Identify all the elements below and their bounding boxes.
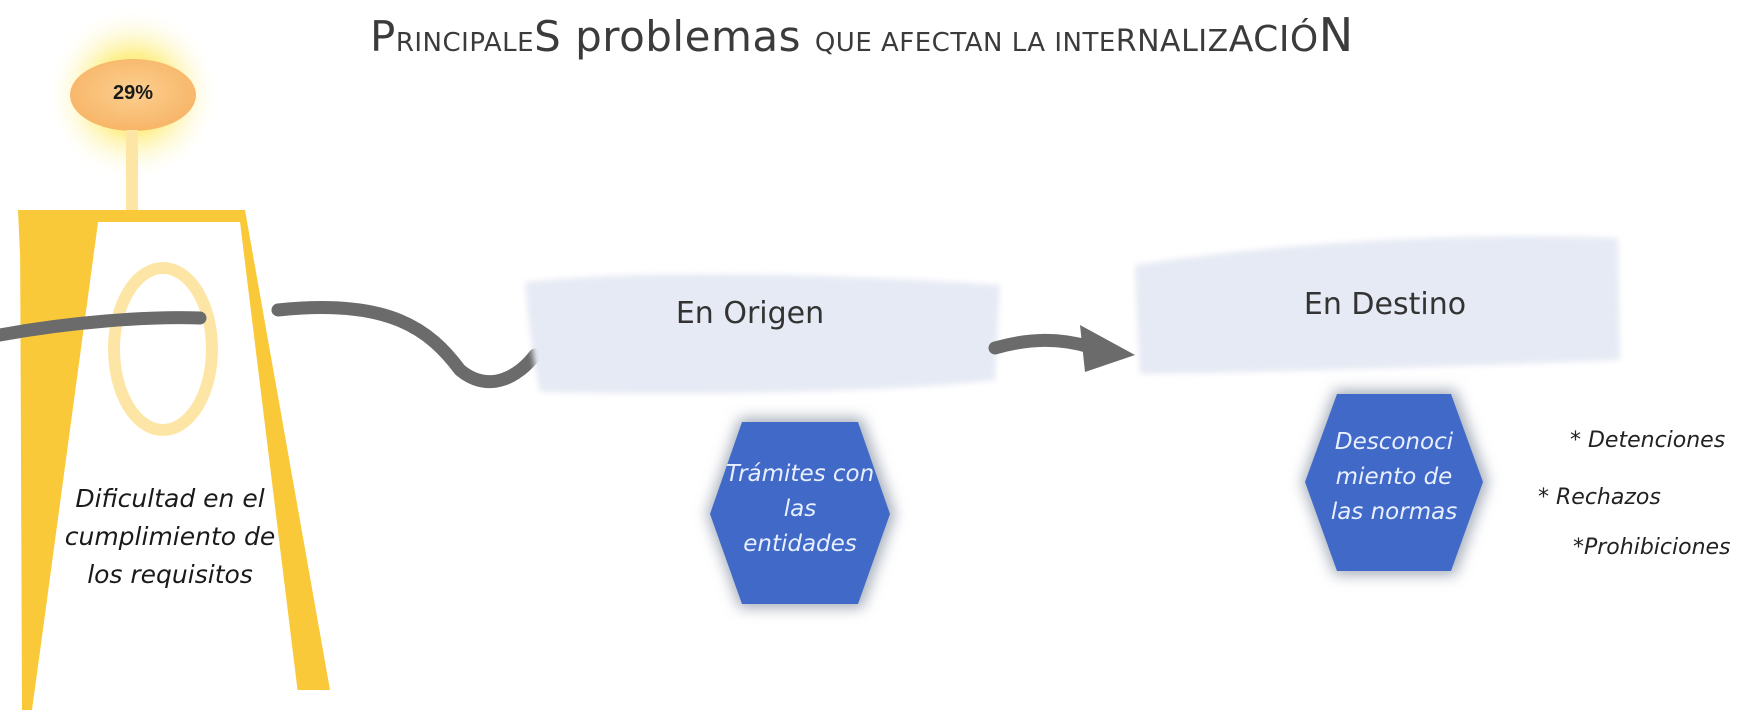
title-segment: RINCIPALE [395, 28, 535, 58]
diagram-title: PRINCIPALES problemas QUE AFECTAN LA INT… [370, 8, 1470, 62]
lamp-edge [20, 215, 98, 710]
connector-line [0, 311, 207, 342]
note-detenciones: * Detenciones [1570, 428, 1726, 453]
lamp-ring [108, 262, 218, 436]
arrow-head-icon [1080, 325, 1135, 372]
banner-origin [525, 274, 1000, 394]
title-segment: S problemas [534, 12, 815, 61]
percentage-label: 29% [112, 82, 154, 104]
bulb-icon [70, 59, 196, 131]
lamp-stem [126, 130, 138, 210]
title-segment: N [1318, 8, 1354, 62]
title-segment: RNALIZ [1115, 24, 1229, 59]
hexagon-destination [1305, 394, 1483, 571]
lamp-label: Dificultad en el cumplimiento de los req… [64, 484, 276, 589]
note-rechazos: * Rechazos [1538, 485, 1661, 510]
note-prohibiciones: *Prohibiciones [1573, 535, 1731, 560]
hexagon-origin [710, 422, 890, 604]
banner-destination [1135, 236, 1620, 374]
arrow-connector [988, 333, 1097, 355]
connector-curve [271, 300, 542, 389]
hexagon-origin-text: Trámites con las entidades [725, 461, 875, 557]
stage-origin-label: En Origen [675, 296, 825, 331]
hexagon-destination-text: Desconoci miento de las normas [1330, 429, 1458, 525]
title-segment: QUE AFECTAN LA INTE [814, 28, 1116, 58]
title-segment: ACIÓ [1228, 19, 1319, 60]
lamp-panel [32, 222, 300, 710]
title-segment: P [370, 12, 396, 61]
stage-destination-label: En Destino [1303, 287, 1467, 322]
